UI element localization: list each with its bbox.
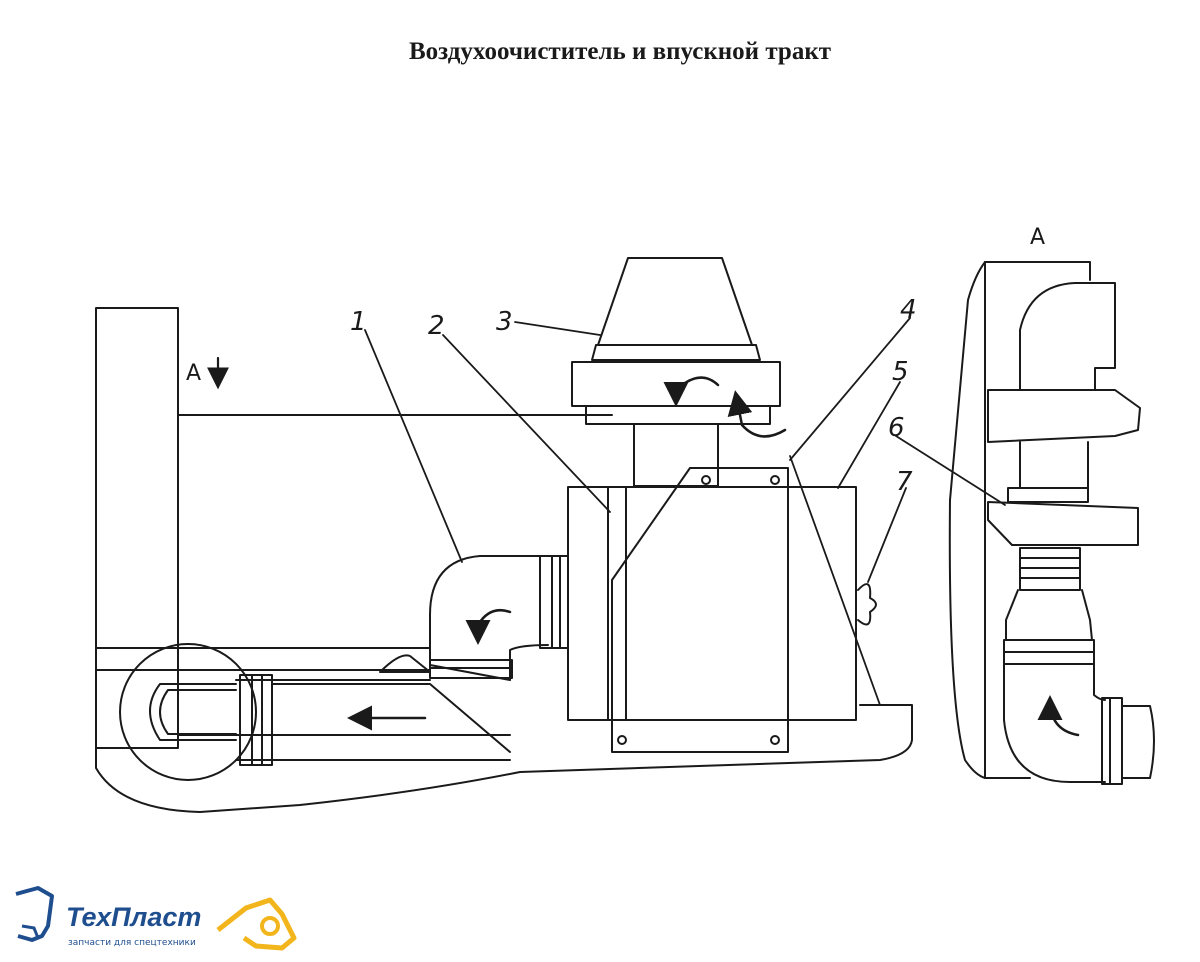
- vent-circle: [119, 643, 257, 781]
- machine-frame: [95, 307, 913, 813]
- callout-6: 6: [888, 413, 905, 443]
- callout-4: 4: [900, 295, 917, 325]
- air-cleaner-body: [567, 467, 877, 753]
- callout-5: 5: [892, 357, 909, 387]
- leader-lines: [364, 317, 1006, 706]
- flow-arrow-cyclone: [663, 376, 720, 407]
- intake-pipe: [235, 654, 511, 766]
- flow-arrow-elbow: [465, 608, 512, 645]
- diagram-title: Воздухоочиститель и впускной тракт: [409, 38, 831, 65]
- pre-cleaner: [571, 257, 781, 487]
- callout-1: 1: [350, 307, 367, 337]
- techplast-logo: ТехПласт запчасти для спецтехники: [8, 886, 304, 960]
- logo-tagline: запчасти для спецтехники: [68, 938, 196, 948]
- flow-arrow-view-a: [1037, 695, 1080, 737]
- view-a-panel: [948, 261, 1155, 785]
- flow-arrow-inlet: [727, 390, 787, 438]
- callout-2: 2: [428, 311, 445, 341]
- logo-name: ТехПласт: [66, 902, 202, 932]
- view-a-label: A: [1030, 225, 1045, 250]
- section-marker-label: A: [186, 361, 201, 386]
- callout-3: 3: [496, 307, 513, 337]
- callout-7: 7: [896, 467, 913, 497]
- elbow-1: [429, 555, 569, 681]
- excavator-logo-icon: [15, 886, 297, 951]
